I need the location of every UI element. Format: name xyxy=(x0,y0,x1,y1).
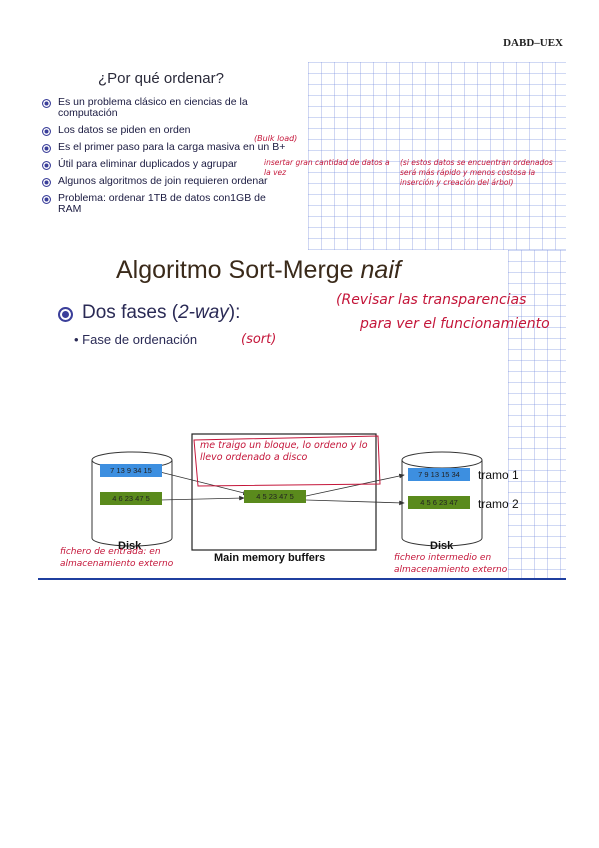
bullet-icon xyxy=(42,99,51,108)
note-revisar-1: (Revisar las transparencias xyxy=(336,292,527,308)
slide2-title: Algoritmo Sort-Merge naif xyxy=(116,256,401,284)
left-block-1: 7 13 9 34 15 xyxy=(100,464,162,477)
bullet-icon xyxy=(42,161,51,170)
bullet-item: Útil para eliminar duplicados y agrupar xyxy=(40,159,290,170)
note-bulk-load: (Bulk load) xyxy=(254,134,298,143)
note-fichero-entrada: fichero de entrada: en almacenamiento ex… xyxy=(60,547,174,569)
bullet-icon xyxy=(58,307,73,322)
bullet-item: Algunos algoritmos de join requieren ord… xyxy=(40,176,290,187)
slide1-bullet-list: Es un problema clásico en ciencias de la… xyxy=(40,97,290,221)
bullet-item: Los datos se piden en orden xyxy=(40,125,290,136)
disk-left-label: Disk xyxy=(118,540,142,552)
dos-fases-text: Dos fases (2-way): xyxy=(82,302,241,323)
slide-sort-merge: Algoritmo Sort-Merge naif Dos fases (2-w… xyxy=(38,250,566,580)
right-block-1: 7 9 13 15 34 xyxy=(408,468,470,481)
buffer-block: 4 5 23 47 5 xyxy=(244,490,306,503)
tramo-2-label: tramo 2 xyxy=(478,497,519,511)
bullet-item: Es el primer paso para la carga masiva e… xyxy=(40,142,290,153)
page-header: DABD–UEX xyxy=(503,37,563,49)
disk-right-label: Disk xyxy=(430,540,454,552)
bullet-icon xyxy=(42,144,51,153)
note-sort: (sort) xyxy=(241,332,277,347)
note-revisar-2: para ver el funcionamiento xyxy=(360,316,550,332)
left-block-2: 4 6 23 47 5 xyxy=(100,492,162,505)
right-block-2: 4 5 6 23 47 xyxy=(408,496,470,509)
note-fichero-intermedio: fichero intermedio en almacenamiento ext… xyxy=(394,553,508,575)
note-si-estos: (si estos datos se encuentran ordenados … xyxy=(400,158,553,187)
note-insertar: insertar gran cantidad de datos a la vez xyxy=(264,158,390,177)
note-me-traigo: me traigo un bloque, lo ordeno y lo llev… xyxy=(200,440,368,463)
bullet-icon xyxy=(42,195,51,204)
memory-buffers-label: Main memory buffers xyxy=(214,552,326,564)
notebook-grid xyxy=(508,250,566,580)
notebook-grid xyxy=(308,62,566,250)
bullet-item: Problema: ordenar 1TB de datos con1GB de… xyxy=(40,193,290,215)
slide-bottom-rule xyxy=(38,578,566,580)
bullet-icon xyxy=(42,127,51,136)
tramo-1-label: tramo 1 xyxy=(478,468,519,482)
bullet-icon xyxy=(42,178,51,187)
bullet-item: Es un problema clásico en ciencias de la… xyxy=(40,97,290,119)
slide-por-que-ordenar: ¿Por qué ordenar? Es un problema clásico… xyxy=(38,62,566,250)
fase-ordenacion-text: • Fase de ordenación xyxy=(74,332,198,347)
slide1-title: ¿Por qué ordenar? xyxy=(98,70,224,87)
